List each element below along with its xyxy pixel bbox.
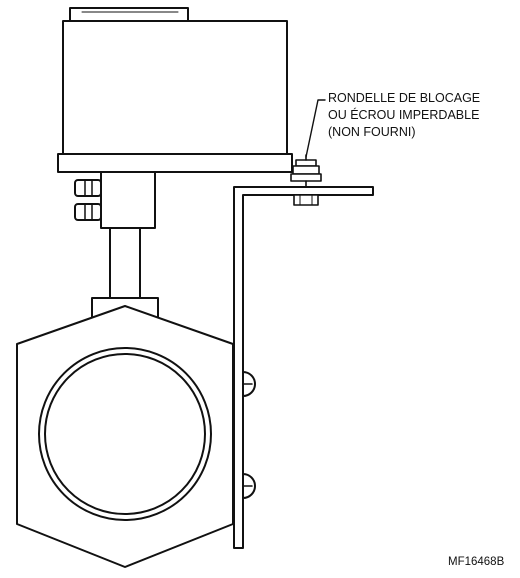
actuator-top-cap <box>69 7 189 23</box>
mounting-bracket <box>233 186 374 549</box>
callout-text-line-1: RONDELLE DE BLOCAGE <box>328 91 481 105</box>
lock-washer-screw <box>290 154 322 206</box>
hex-body <box>16 305 234 568</box>
callout-leader-line <box>305 99 326 158</box>
stem <box>109 227 141 299</box>
actuator-housing <box>62 20 288 156</box>
callout-text-line-2: OU ÉCROU IMPERDABLE <box>328 108 480 122</box>
bracket-bolt-heads <box>242 371 256 499</box>
callout-text-line-3: (NON FOURNI) <box>328 125 416 139</box>
base-plate <box>57 153 293 173</box>
circular-port <box>38 347 212 521</box>
neck-block <box>100 171 156 229</box>
side-fittings <box>74 179 102 221</box>
figure-code-label: MF16468B <box>448 556 505 568</box>
